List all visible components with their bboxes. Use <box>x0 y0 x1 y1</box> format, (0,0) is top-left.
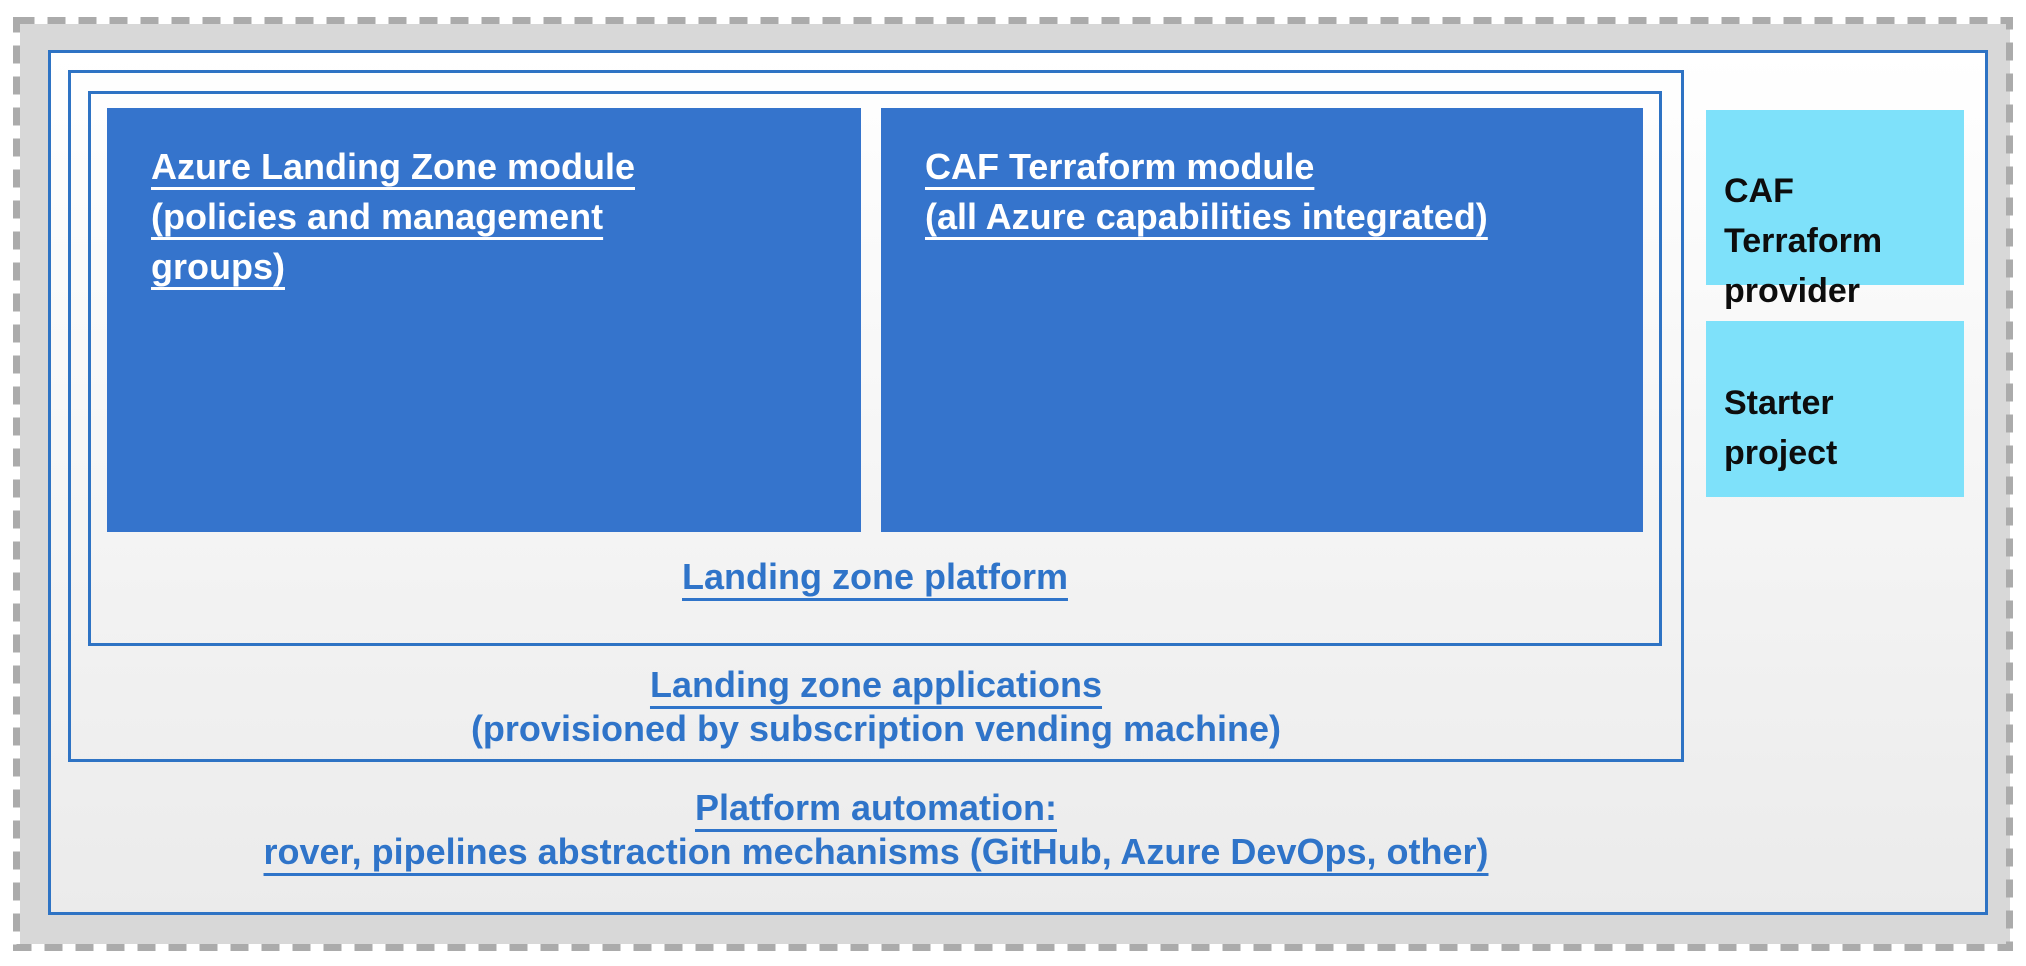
landing-zone-applications-label: Landing zone applications (provisioned b… <box>68 663 1684 751</box>
landing-zone-applications-subtitle: (provisioned by subscription vending mac… <box>470 708 1282 749</box>
landing-zone-platform-label[interactable]: Landing zone platform <box>682 556 1068 597</box>
platform-automation-subtitle[interactable]: rover, pipelines abstraction mechanisms … <box>263 831 1489 872</box>
azure-landing-zone-module-rect: Azure Landing Zone module (policies and … <box>107 108 861 532</box>
platform-automation-title[interactable]: Platform automation: <box>694 787 1057 828</box>
azure-landing-zone-module-title[interactable]: Azure Landing Zone module (policies and … <box>151 146 635 287</box>
starter-project-label: Starter project <box>1724 384 1838 472</box>
caf-terraform-module-title[interactable]: CAF Terraform module (all Azure capabili… <box>925 146 1488 237</box>
landing-zone-applications-title[interactable]: Landing zone applications <box>649 664 1103 705</box>
platform-automation-label: Platform automation: rover, pipelines ab… <box>68 786 1684 874</box>
caf-terraform-module-rect: CAF Terraform module (all Azure capabili… <box>881 108 1643 532</box>
caf-terraform-provider-label: CAF Terraform provider <box>1724 172 1883 310</box>
starter-project-box: Starter project <box>1706 321 1964 497</box>
caf-terraform-provider-box: CAF Terraform provider <box>1706 110 1964 310</box>
